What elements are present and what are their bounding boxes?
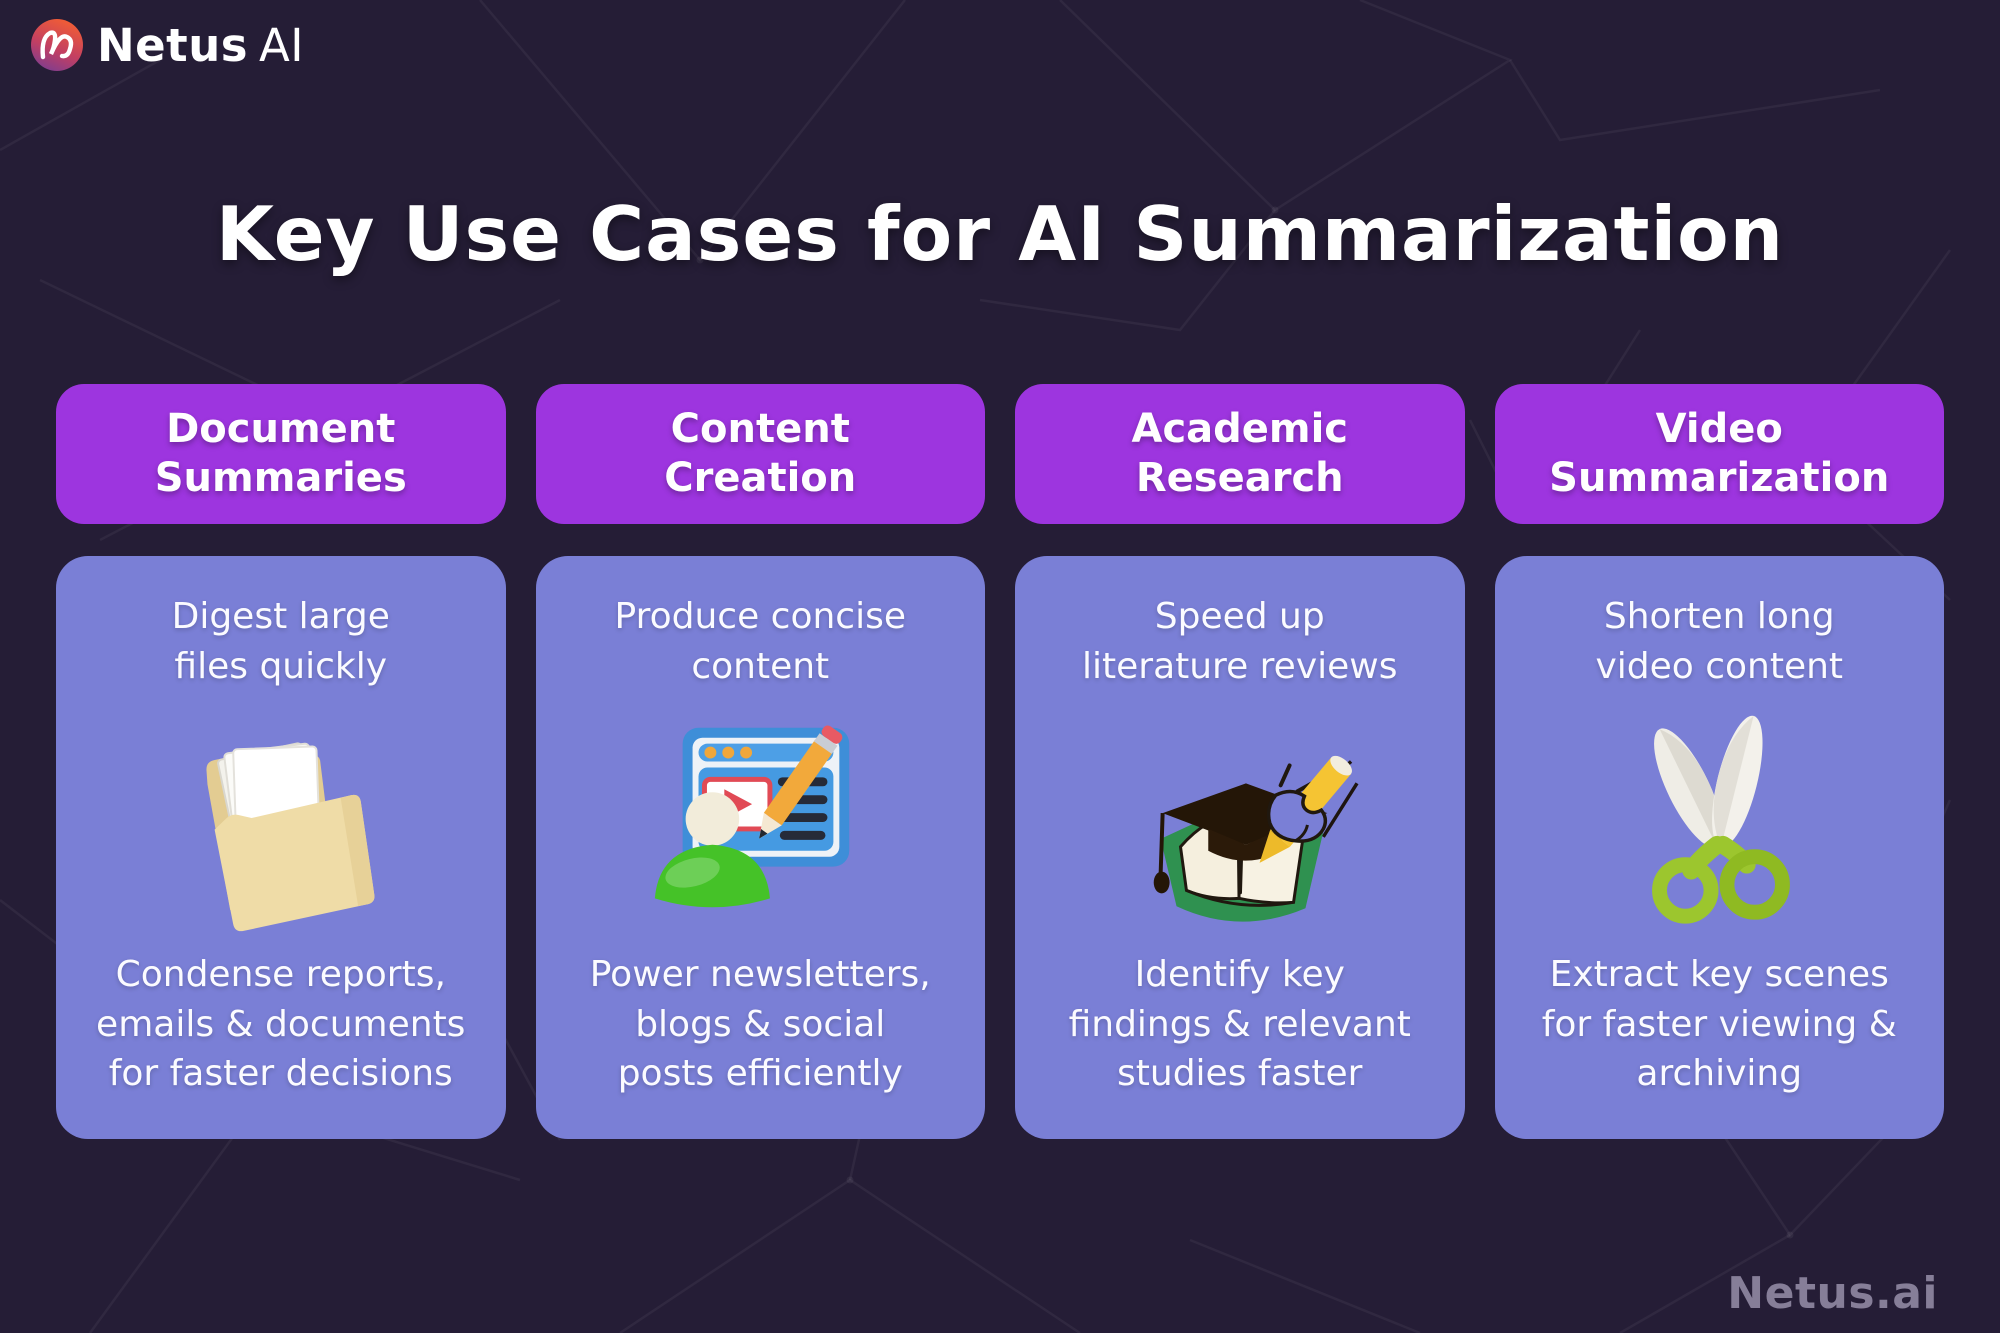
use-case-grid: Document Summaries Digest large files qu…	[56, 384, 1944, 1139]
card-description: Condense reports, emails & documents for…	[96, 953, 466, 1095]
column-header: Document Summaries	[56, 384, 506, 524]
column-document-summaries: Document Summaries Digest large files qu…	[56, 384, 506, 1139]
use-case-card: Speed up literature reviews	[1015, 556, 1465, 1139]
browser-pencil-writer-icon	[641, 691, 879, 950]
card-subtitle: Shorten long video content	[1595, 596, 1844, 687]
graduation-book-highlighter-icon	[1121, 691, 1359, 950]
use-case-card: Digest large files quickly Condense repo…	[56, 556, 506, 1139]
column-header: Video Summarization	[1494, 384, 1944, 524]
card-description: Power newsletters, blogs & social posts …	[589, 953, 931, 1095]
column-header: Academic Research	[1015, 384, 1465, 524]
folder-documents-icon	[162, 691, 400, 950]
netus-logo-icon	[31, 19, 83, 71]
page-title: Key Use Cases for AI Summarization	[215, 190, 1785, 279]
use-case-card: Shorten long video content	[1494, 556, 1944, 1139]
brand-name-secondary: AI	[259, 18, 305, 72]
scissors-icon	[1600, 691, 1838, 950]
card-subtitle: Produce concise content	[614, 596, 907, 687]
column-content-creation: Content Creation Produce concise content	[535, 384, 985, 1139]
column-header: Content Creation	[535, 384, 985, 524]
card-description: Extract key scenes for faster viewing & …	[1541, 953, 1897, 1095]
brand-name-primary: Netus	[97, 18, 249, 72]
column-video-summarization: Video Summarization Shorten long video c…	[1494, 384, 1944, 1139]
card-subtitle: Speed up literature reviews	[1082, 596, 1398, 687]
use-case-card: Produce concise content	[535, 556, 985, 1139]
card-description: Identify key findings & relevant studies…	[1068, 953, 1411, 1095]
card-subtitle: Digest large files quickly	[171, 596, 390, 687]
watermark: Netus.ai	[1727, 1268, 1938, 1319]
column-academic-research: Academic Research Speed up literature re…	[1015, 384, 1465, 1139]
